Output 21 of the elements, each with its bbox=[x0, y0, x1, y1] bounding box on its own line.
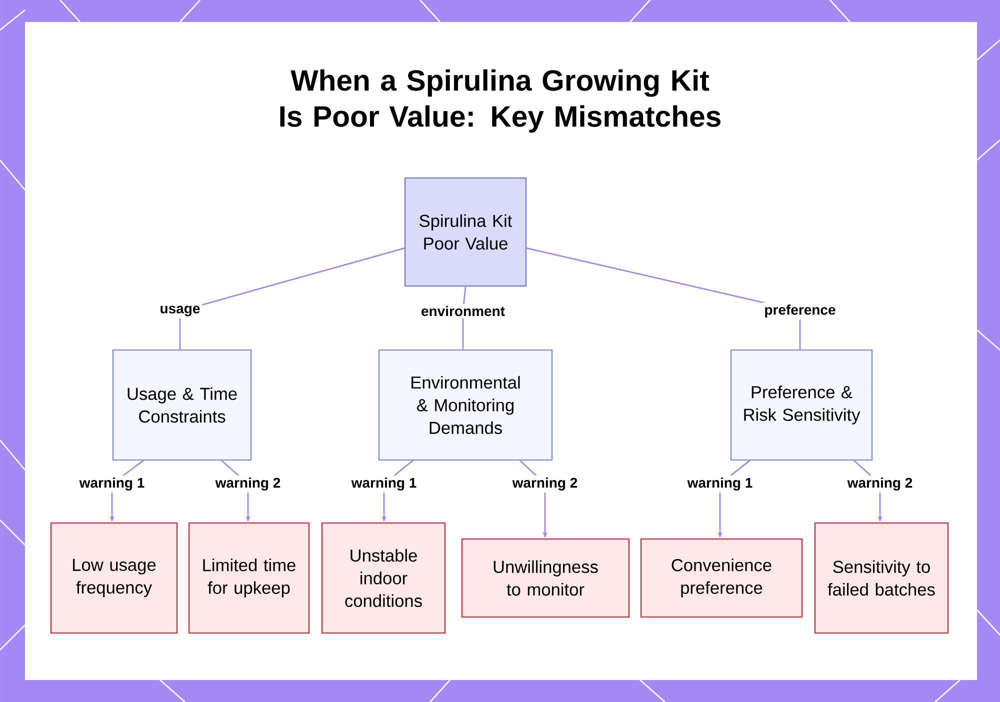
title: When a Spirulina Growing Kit Is Poor Value: Key Mismatches bbox=[280, 69, 720, 133]
edge-label: warning 2 bbox=[213, 475, 283, 493]
edge-label: warning 2 bbox=[510, 475, 580, 493]
warning-box: Sensitivity to failed batches bbox=[814, 522, 949, 634]
edge-label: preference bbox=[762, 302, 838, 320]
category-box: Usage & Time Constraints bbox=[112, 349, 252, 461]
category-box: Environmental & Monitoring Demands bbox=[378, 349, 553, 461]
edge-label: warning 1 bbox=[349, 475, 419, 493]
warning-box: Unstable indoor conditions bbox=[321, 522, 446, 634]
warning-box: Convenience preference bbox=[640, 538, 803, 618]
warning-box: Low usage frequency bbox=[50, 522, 178, 634]
edge-label: warning 2 bbox=[845, 475, 915, 493]
warning-box: Limited time for upkeep bbox=[188, 522, 310, 634]
edge-label: warning 1 bbox=[77, 475, 147, 493]
root-box: Spirulina Kit Poor Value bbox=[404, 177, 527, 287]
category-box: Preference & Risk Sensitivity bbox=[730, 349, 873, 461]
edge-label: environment bbox=[419, 304, 508, 318]
edge-label: usage bbox=[158, 304, 202, 318]
connector bbox=[179, 247, 406, 350]
edge-label: warning 1 bbox=[685, 475, 755, 493]
warning-box: Unwillingness to monitor bbox=[461, 538, 630, 618]
